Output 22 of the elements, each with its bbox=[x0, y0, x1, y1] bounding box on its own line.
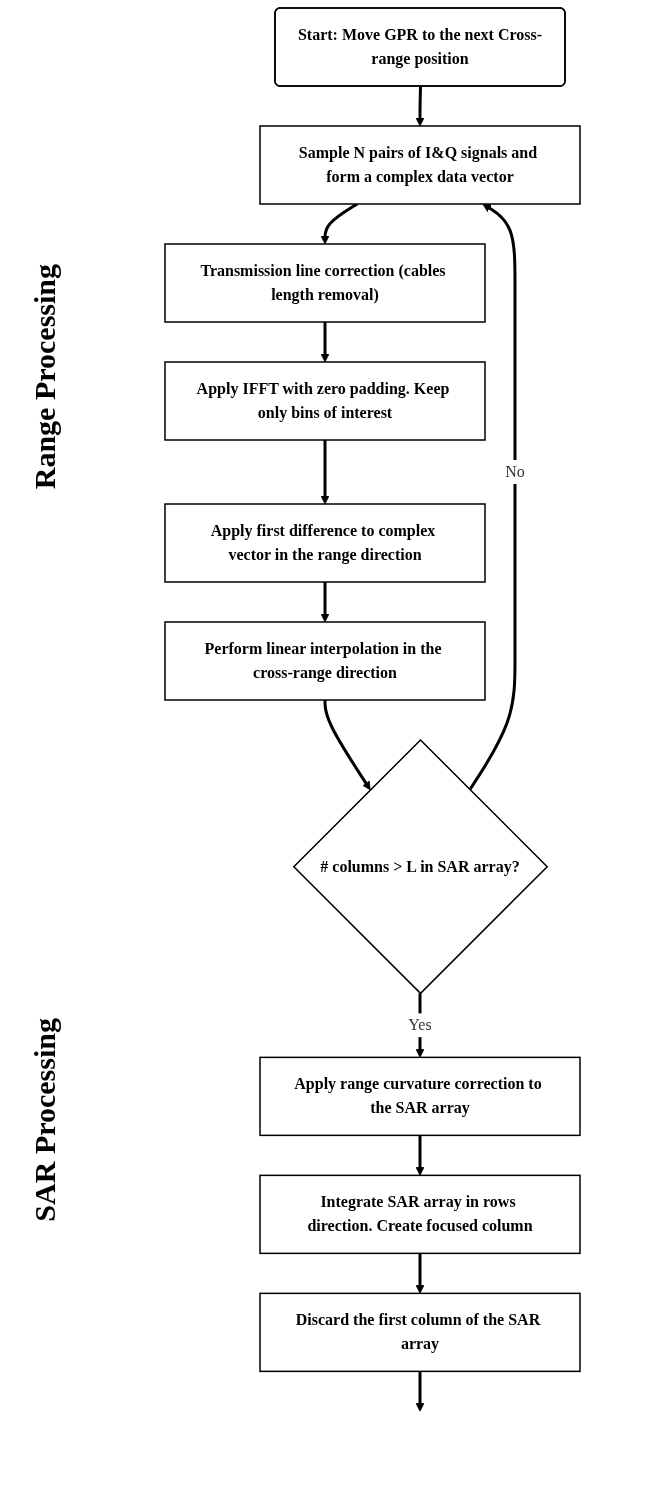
arrow bbox=[323, 700, 371, 791]
arrow bbox=[468, 203, 516, 791]
arrow bbox=[320, 440, 329, 505]
arrow bbox=[415, 1371, 424, 1412]
node-diamond: # columns > L in SAR array? bbox=[292, 738, 548, 995]
arrow bbox=[415, 1135, 424, 1176]
arrow bbox=[415, 1253, 424, 1294]
section-label: Range Processing bbox=[28, 264, 62, 490]
node-box: Perform linear interpolation in the cross-range direction bbox=[163, 621, 486, 701]
node-box: Discard the first column of the SAR array bbox=[258, 1292, 581, 1373]
edge-label: No bbox=[504, 463, 525, 480]
section-label: SAR Processing bbox=[28, 1018, 62, 1222]
node-box: Apply IFFT with zero padding. Keep only bins of interest bbox=[163, 361, 486, 441]
node-box: Sample N pairs of I&Q signals and form a complex data vector bbox=[258, 125, 581, 205]
arrow bbox=[415, 86, 424, 127]
arrow bbox=[320, 322, 329, 363]
edge-label: Yes bbox=[407, 1016, 432, 1034]
node-box: Apply first difference to complex vector in the range direction bbox=[163, 503, 486, 583]
arrow bbox=[320, 582, 329, 623]
node-box: Transmission line correction (cables length removal) bbox=[163, 243, 486, 323]
node-box: Apply range curvature correction to the SAR array bbox=[258, 1056, 581, 1137]
node-box: Integrate SAR array in rows direction. Create focused column bbox=[258, 1174, 581, 1255]
